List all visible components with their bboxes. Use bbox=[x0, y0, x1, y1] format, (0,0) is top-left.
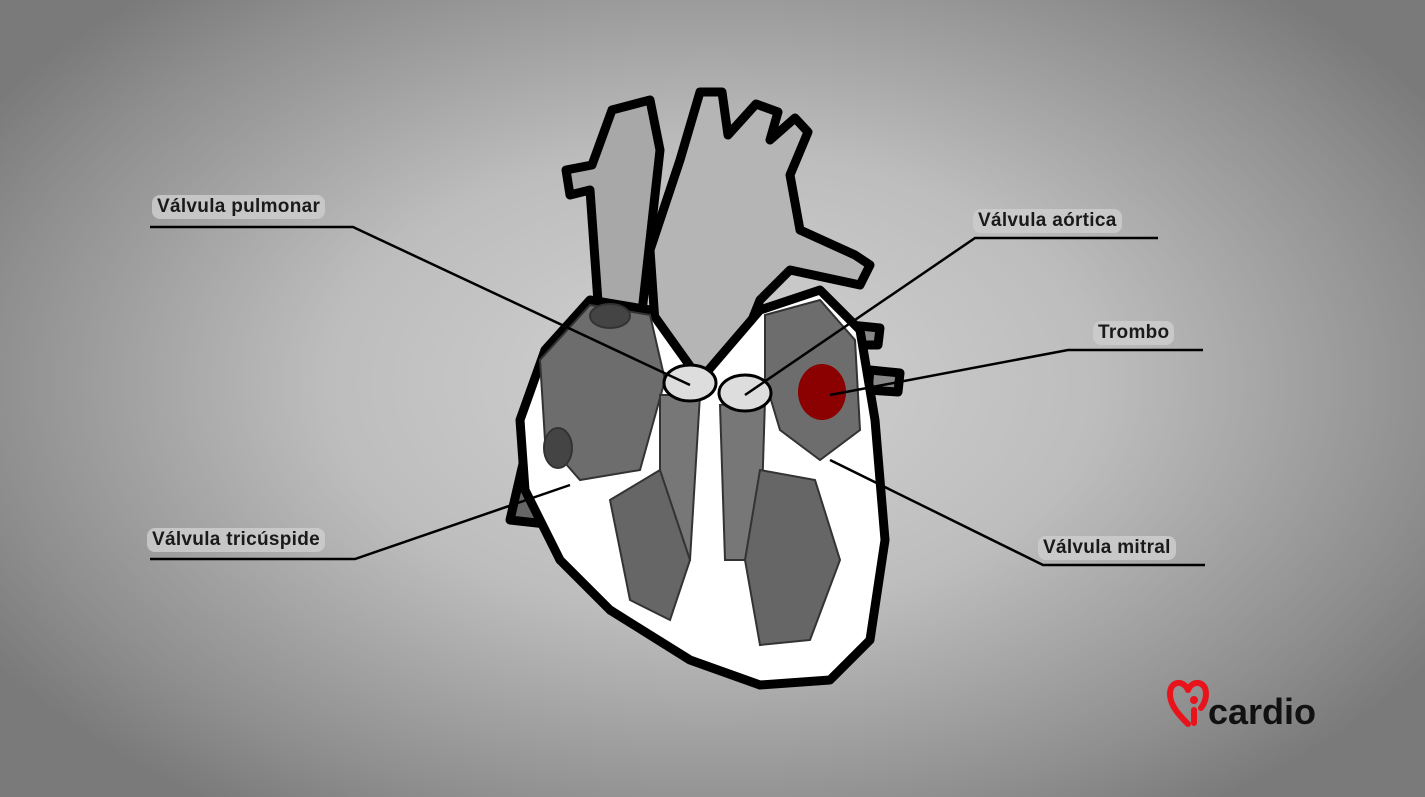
label-pulmonary-valve: Válvula pulmonar bbox=[152, 195, 326, 219]
label-thrombus: Trombo bbox=[1093, 321, 1175, 345]
label-mitral-valve: Válvula mitral bbox=[1038, 536, 1176, 560]
leader-lines bbox=[150, 225, 1205, 567]
thrombus-mark bbox=[798, 364, 846, 420]
icardio-logo: cardio bbox=[1166, 676, 1316, 730]
logo-text: cardio bbox=[1208, 691, 1317, 732]
heart-logo-icon bbox=[1166, 680, 1210, 727]
valves bbox=[662, 363, 773, 413]
label-aortic-valve: Válvula aórtica bbox=[973, 209, 1122, 233]
label-tricuspid-valve: Válvula tricúspide bbox=[147, 528, 326, 552]
